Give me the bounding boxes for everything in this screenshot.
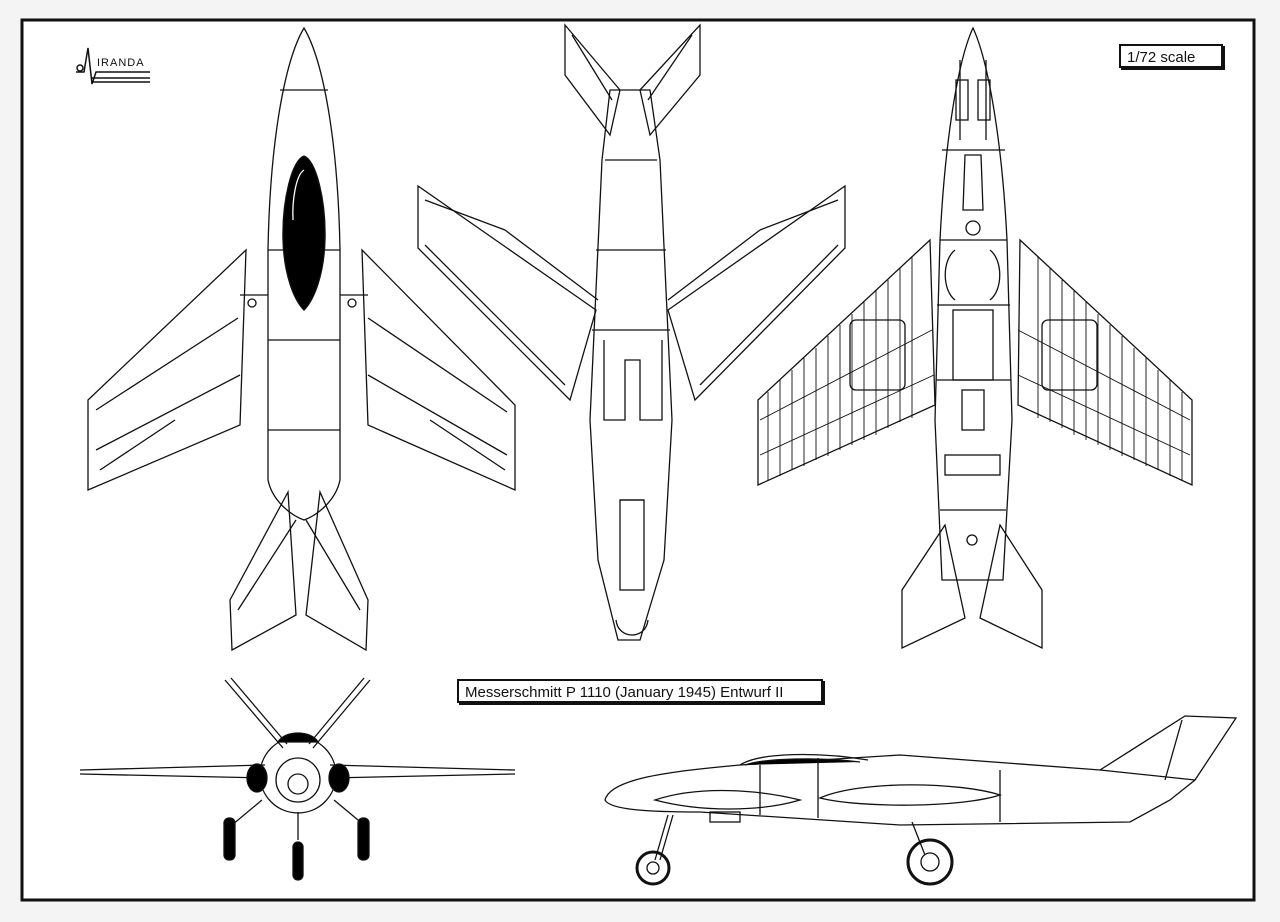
side-view (604, 715, 1238, 886)
front-view (79, 677, 516, 881)
logo-text: IRANDA (97, 57, 145, 69)
scale-label: 1/72 scale (1119, 44, 1223, 68)
drawing-title: Messerschmitt P 1110 (January 1945) Entw… (457, 679, 823, 703)
top-view (87, 26, 516, 652)
sheet-frame (20, 18, 1256, 902)
miranda-logo (76, 47, 150, 85)
internal-structure-view (757, 26, 1193, 650)
bottom-view (417, 23, 846, 641)
